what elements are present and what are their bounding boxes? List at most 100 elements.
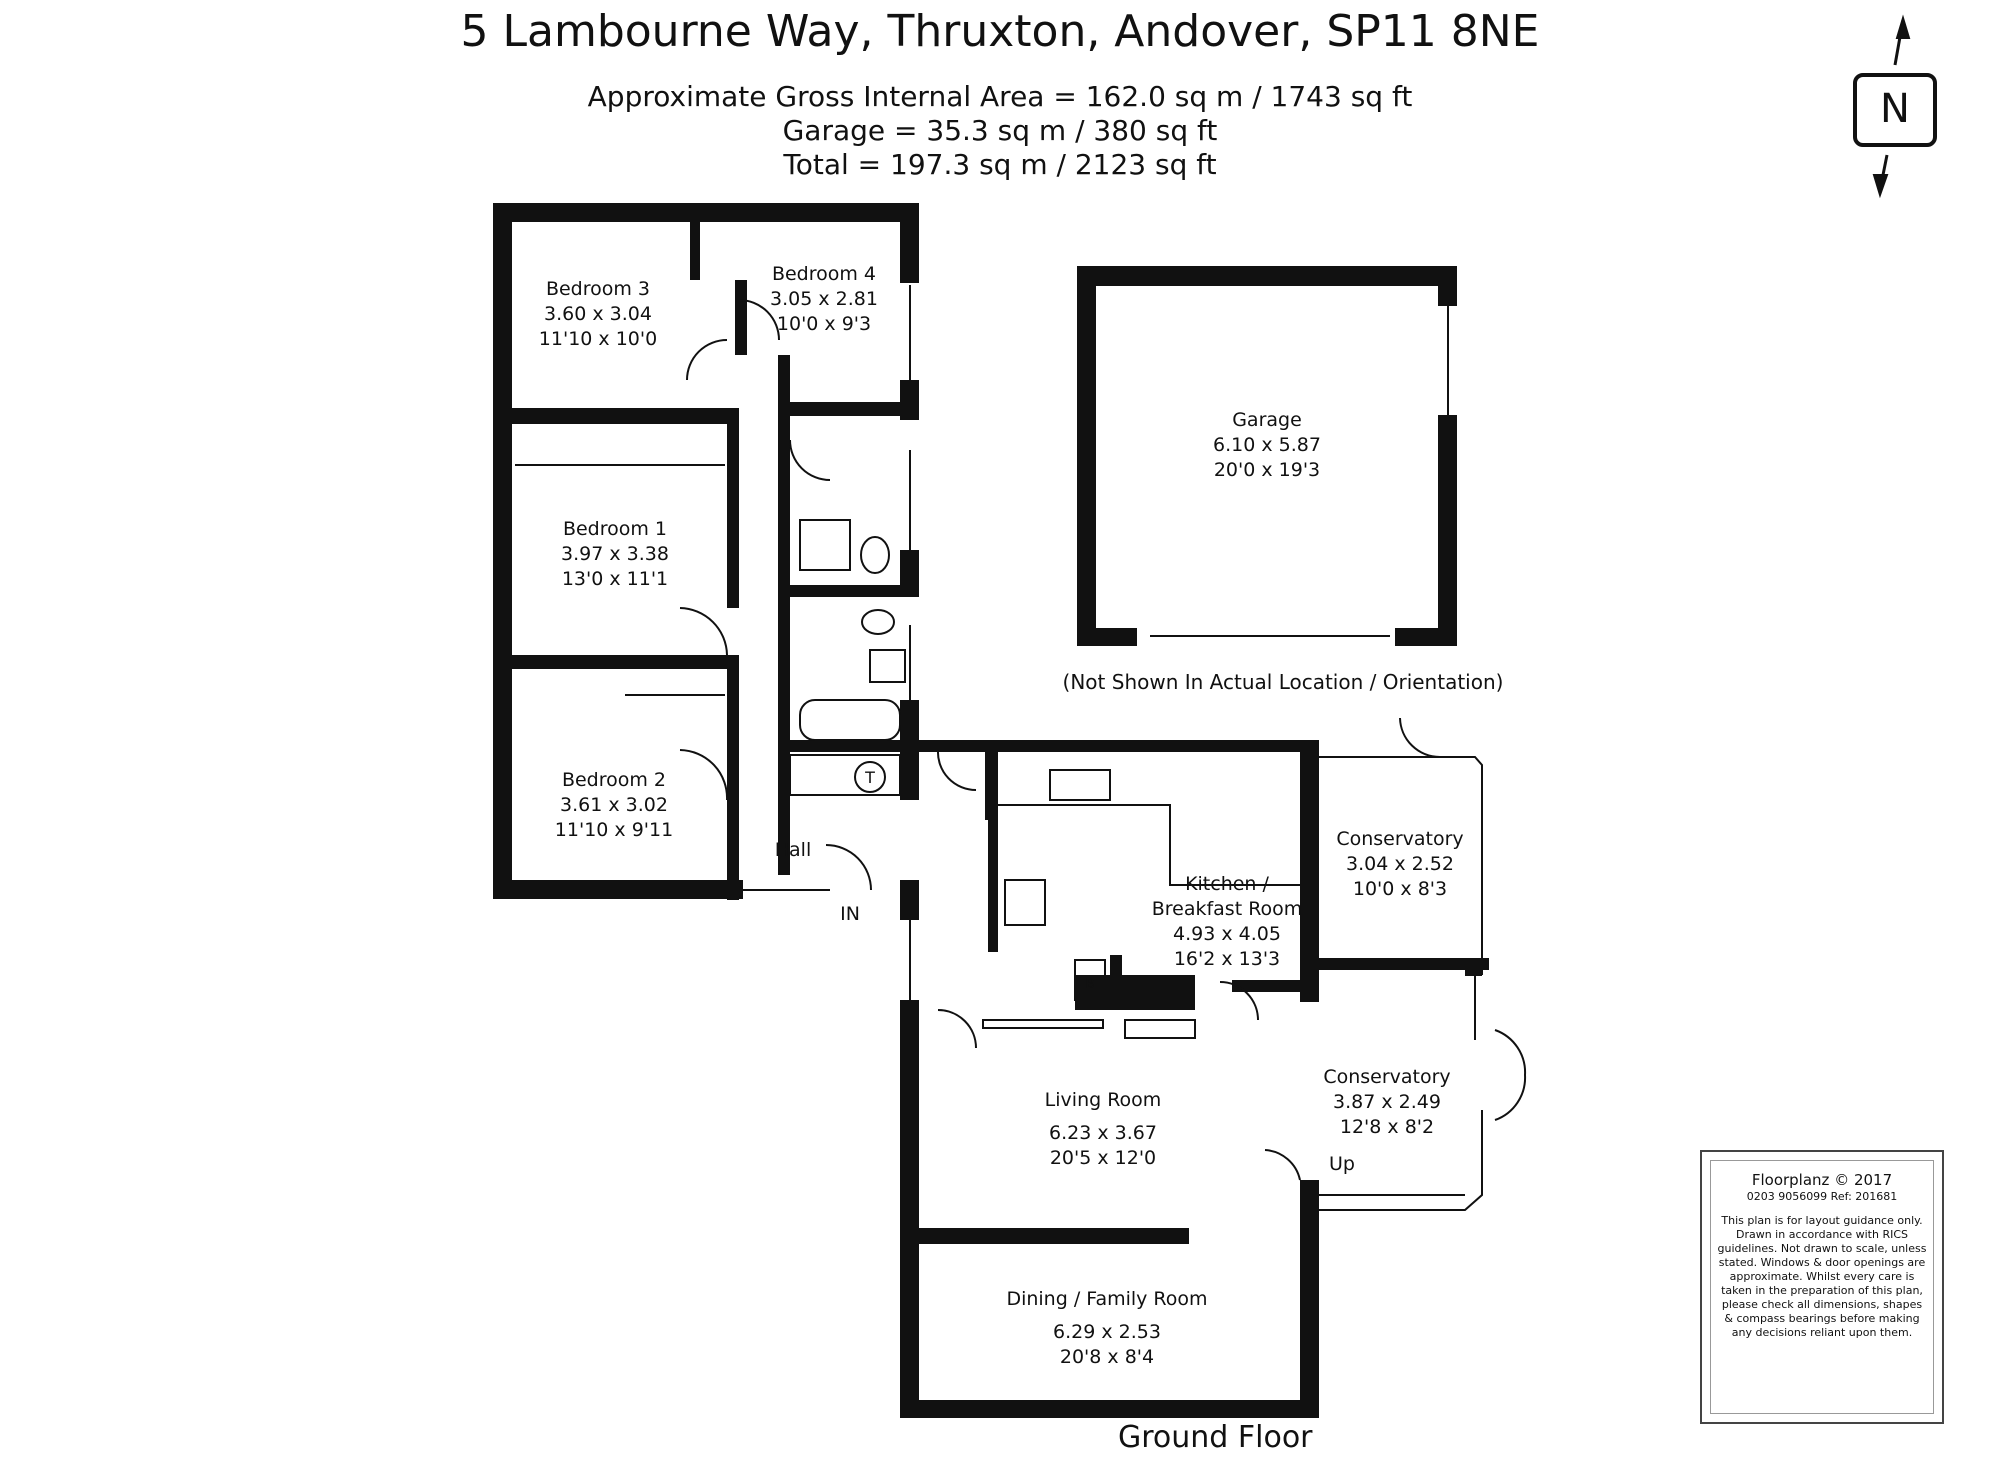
cupboard xyxy=(789,754,901,796)
room-bedroom-2: Bedroom 2 3.61 x 3.02 11'10 x 9'11 xyxy=(555,768,673,843)
disclaimer-copyright: Floorplanz © 2017 xyxy=(1751,1171,1893,1189)
bath xyxy=(799,699,901,741)
fixture xyxy=(1004,879,1046,926)
wall xyxy=(900,700,919,750)
room-name: Bedroom 1 xyxy=(562,518,668,540)
kitchen-sink xyxy=(1049,769,1111,801)
wall xyxy=(1232,980,1319,992)
room-imperial: 12'8 x 8'2 xyxy=(1339,1116,1435,1138)
room-name: Hall xyxy=(774,839,812,861)
room-metric: 3.60 x 3.04 xyxy=(544,303,652,325)
gross-internal-area: Approximate Gross Internal Area = 162.0 … xyxy=(587,80,1413,113)
wall xyxy=(735,280,747,355)
room-metric: 6.29 x 2.53 xyxy=(1053,1321,1161,1343)
wall xyxy=(900,1400,1315,1418)
total-area: Total = 197.3 sq m / 2123 sq ft xyxy=(783,148,1217,181)
wall xyxy=(988,752,998,952)
compass-letter: N xyxy=(1880,86,1910,132)
conservatory-outline xyxy=(1319,1110,1483,1211)
room-hall: Hall xyxy=(775,838,812,863)
wall xyxy=(778,355,790,875)
boiler-cupboard xyxy=(1074,959,1106,1001)
wall xyxy=(1300,990,1319,1002)
room-metric: 3.97 x 3.38 xyxy=(561,543,669,565)
room-imperial: 10'0 x 9'3 xyxy=(776,313,872,335)
toilet xyxy=(860,536,890,574)
wall xyxy=(1110,955,1122,1005)
room-metric: 3.87 x 2.49 xyxy=(1333,1091,1441,1113)
wall xyxy=(1319,958,1489,970)
garage-area: Garage = 35.3 sq m / 380 sq ft xyxy=(782,114,1218,147)
room-metric: 3.04 x 2.52 xyxy=(1346,853,1454,875)
door xyxy=(1219,981,1259,1021)
room-name: Bedroom 3 xyxy=(545,278,651,300)
door xyxy=(1399,717,1441,758)
room-metric: 3.61 x 3.02 xyxy=(560,794,668,816)
disclaimer-box: Floorplanz © 2017 0203 9056099 Ref: 2016… xyxy=(1700,1150,1944,1424)
shower xyxy=(799,519,851,571)
wall xyxy=(900,740,1315,752)
property-address: 5 Lambourne Way, Thruxton, Andover, SP11… xyxy=(460,6,1540,57)
partition xyxy=(982,1019,1104,1029)
disclaimer-text: This plan is for layout guidance only. D… xyxy=(1717,1214,1927,1339)
wall xyxy=(690,210,700,280)
room-imperial: 16'2 x 13'3 xyxy=(1173,948,1281,970)
entrance-marker: IN xyxy=(840,903,860,925)
wall xyxy=(1395,628,1457,646)
room-imperial: 10'0 x 8'3 xyxy=(1352,878,1448,900)
door xyxy=(738,299,780,341)
wall xyxy=(1077,628,1137,646)
wall xyxy=(790,740,919,752)
wall xyxy=(900,203,919,283)
door xyxy=(679,749,729,801)
room-name: Garage xyxy=(1232,409,1302,431)
room-name: Conservatory xyxy=(1336,828,1464,850)
wall xyxy=(493,655,737,669)
wall xyxy=(727,408,739,608)
wall xyxy=(1438,415,1457,646)
door xyxy=(686,339,728,381)
wall xyxy=(900,1000,919,1418)
room-imperial: 20'8 x 8'4 xyxy=(1059,1346,1155,1368)
wall xyxy=(790,402,919,416)
wall xyxy=(900,740,919,800)
compass-icon xyxy=(1853,14,1937,199)
room-name: Living Room xyxy=(1044,1089,1162,1111)
room-name: Dining / Family Room xyxy=(1006,1288,1208,1310)
room-dining: Dining / Family Room 6.29 x 2.53 20'8 x … xyxy=(1006,1287,1207,1370)
room-name: Bedroom 2 xyxy=(561,769,667,791)
wall xyxy=(1077,266,1096,646)
door xyxy=(789,439,831,481)
hearth xyxy=(1124,1019,1196,1039)
room-imperial: 11'10 x 9'11 xyxy=(554,819,674,841)
wall xyxy=(919,1228,1189,1244)
room-imperial: 11'10 x 10'0 xyxy=(538,328,658,350)
room-bedroom-4: Bedroom 4 3.05 x 2.81 10'0 x 9'3 xyxy=(770,262,878,337)
wall xyxy=(790,585,919,597)
room-conservatory-1: Conservatory 3.04 x 2.52 10'0 x 8'3 xyxy=(1336,827,1463,902)
door xyxy=(825,844,872,891)
room-metric: 4.93 x 4.05 xyxy=(1173,923,1281,945)
room-metric: 6.23 x 3.67 xyxy=(1049,1122,1157,1144)
room-kitchen: Kitchen / Breakfast Room 4.93 x 4.05 16'… xyxy=(1152,872,1303,972)
wall xyxy=(493,203,919,222)
wall xyxy=(727,655,739,900)
room-imperial: 20'5 x 12'0 xyxy=(1049,1147,1157,1169)
room-garage: Garage 6.10 x 5.87 20'0 x 19'3 xyxy=(1213,408,1321,483)
room-name: Bedroom 4 xyxy=(771,263,877,285)
door xyxy=(936,749,977,792)
room-bedroom-3: Bedroom 3 3.60 x 3.04 11'10 x 10'0 xyxy=(539,277,657,352)
room-imperial: 20'0 x 19'3 xyxy=(1213,459,1321,481)
wall xyxy=(1077,266,1457,286)
door xyxy=(1264,1149,1301,1181)
tank xyxy=(854,761,886,793)
room-name: Kitchen / xyxy=(1185,873,1269,895)
room-name: Conservatory xyxy=(1323,1066,1451,1088)
room-metric: 6.10 x 5.87 xyxy=(1213,434,1321,456)
room-conservatory-2: Conservatory 3.87 x 2.49 12'8 x 8'2 xyxy=(1323,1065,1450,1140)
conservatory-outline xyxy=(1319,756,1483,975)
toilet xyxy=(861,609,895,635)
disclaimer-contact: 0203 9056099 Ref: 201681 xyxy=(1746,1190,1898,1203)
wall xyxy=(900,880,919,920)
